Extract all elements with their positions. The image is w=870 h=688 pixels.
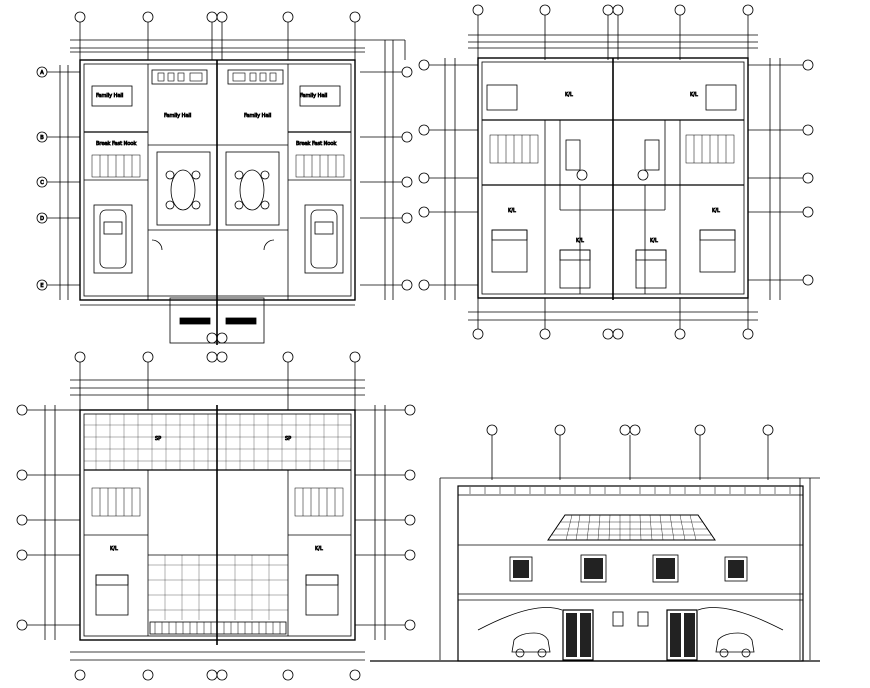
- rp-grid-bubbles-bottom: [70, 651, 365, 681]
- rp-grid-bubbles-left: [16, 404, 80, 640]
- label-family-hall-mid-left: Family Hall: [164, 113, 191, 119]
- label-sp-right: SP: [285, 436, 291, 442]
- ff-grid-bubbles-top: [472, 4, 754, 60]
- el-grid-bubbles: [486, 424, 774, 480]
- label-family-hall-mid-right: Family Hall: [244, 113, 271, 119]
- label-lounge-left: K/L: [565, 92, 573, 98]
- ff-grid-bubbles-left: [418, 58, 478, 300]
- bubble-c: C: [40, 180, 44, 186]
- stairs-roof: [91, 487, 344, 517]
- label-bed-2: K/L: [576, 238, 584, 244]
- label-family-hall-right: Family Hall: [300, 93, 327, 99]
- bubble-e: E: [40, 283, 43, 289]
- stairs-ground: [91, 154, 345, 178]
- tiled-roof: [547, 514, 716, 541]
- garage-cars: [93, 204, 344, 274]
- first-floor-plan: K/L K/L K/L K/L K/L K/L: [418, 4, 814, 340]
- ground-floor-plan: A B C D E: [36, 11, 413, 345]
- label-bed-3: K/L: [650, 238, 658, 244]
- front-elevation: [370, 424, 820, 662]
- bubble-d: D: [40, 216, 44, 222]
- label-sp-left: SP: [155, 436, 161, 442]
- ff-bedrooms: K/L K/L K/L K/L: [491, 208, 736, 289]
- ff-grid-bubbles-right: [748, 58, 814, 300]
- label-bed-1: K/L: [508, 208, 516, 214]
- elevation-cars: [511, 632, 755, 658]
- grid-bubbles-top: [74, 11, 361, 60]
- label-bed-right: K/L: [315, 546, 323, 552]
- label-bed-4: K/L: [712, 208, 720, 214]
- terrace-tiles: [84, 414, 351, 620]
- grid-bubbles-right: [360, 39, 413, 300]
- upper-windows: [509, 554, 748, 583]
- ff-grid-bubbles-bottom: [468, 298, 758, 340]
- dining-tables: [156, 151, 280, 226]
- rp-grid-bubbles-top: [74, 351, 361, 410]
- label-nook-left: Break Fast Nook: [96, 141, 136, 147]
- bubble-a: A: [40, 70, 44, 76]
- label-nook-right: Break Fast Nook: [296, 141, 336, 147]
- rp-grid-bubbles-right: [355, 404, 416, 640]
- label-bed-left: K/L: [110, 546, 118, 552]
- label-family-hall-left: Family Hall: [96, 93, 123, 99]
- label-lounge-right: K/L: [690, 92, 698, 98]
- stairs-first: [489, 134, 735, 164]
- roof-plan: SP SP K/L K/L: [16, 351, 416, 681]
- grid-bubbles-left: A B C D E: [36, 65, 80, 300]
- entry-doors: [562, 609, 698, 661]
- bubble-b: B: [40, 135, 44, 141]
